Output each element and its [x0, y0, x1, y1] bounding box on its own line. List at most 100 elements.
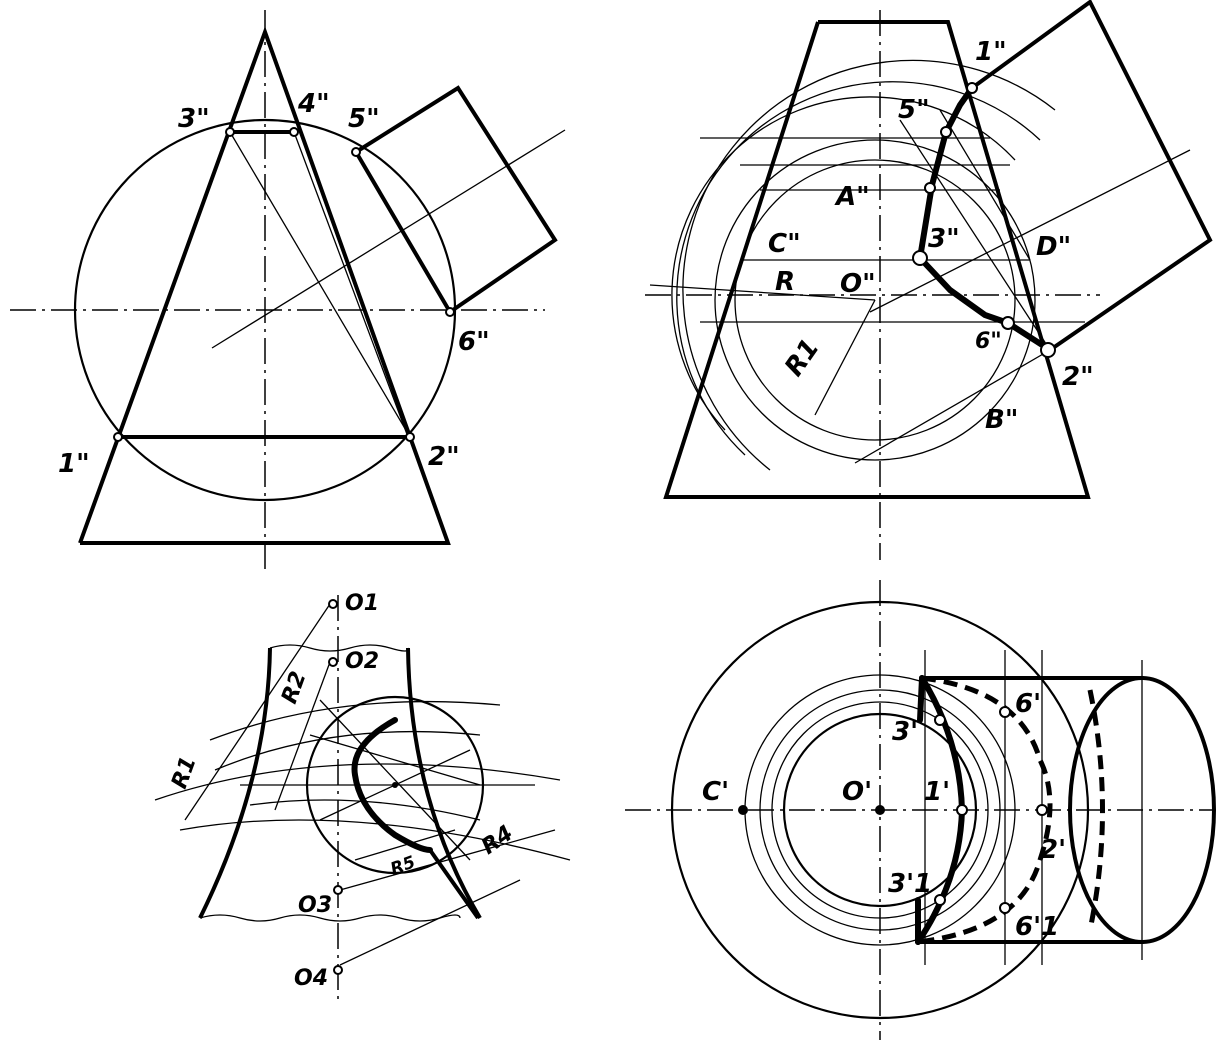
br-point-3	[934, 714, 946, 726]
tr-label-1: 1"	[975, 37, 1007, 67]
tr-point-A	[924, 182, 936, 194]
tr-prism-edge-lower	[854, 349, 1051, 464]
tr-guide-2	[939, 109, 1031, 261]
tr-label-B: B"	[985, 405, 1018, 435]
br-point-6	[999, 706, 1011, 718]
tr-point-3	[912, 250, 928, 266]
tr-prism-axis	[869, 149, 1191, 313]
tr-sphere-outline	[734, 159, 1016, 441]
bl-chord-4	[319, 699, 471, 861]
tr-label-5: 5"	[898, 95, 930, 125]
tl-point-5	[351, 147, 361, 157]
bl-label-O2: O2	[345, 649, 379, 674]
br-label-2: 2'	[1040, 835, 1066, 865]
tl-prism-axis	[211, 129, 566, 349]
bl-right-profile	[406, 647, 482, 920]
tl-point-2	[405, 432, 415, 442]
tl-label-6: 6"	[458, 327, 490, 357]
br-label-6b: 6'1	[1015, 912, 1059, 942]
tl-label-2: 2"	[428, 442, 460, 472]
tr-radius-R	[649, 284, 876, 301]
bl-intersection-curve	[351, 717, 433, 853]
bl-point-O2	[328, 657, 338, 667]
br-point-6b	[999, 902, 1011, 914]
top-view-projection: C' O' 1' 2' 3' 3'1 6' 6'1	[625, 580, 1216, 1040]
br-point-2	[1036, 804, 1048, 816]
tr-point-2	[1040, 342, 1056, 358]
bl-label-O1: O1	[345, 591, 379, 616]
bl-prism-edge	[428, 848, 480, 920]
br-label-3: 3'	[892, 717, 918, 747]
bl-point-O1	[328, 599, 338, 609]
br-circle-2	[759, 689, 1001, 931]
tr-arc-1	[682, 59, 1056, 471]
bl-radius-R1	[184, 603, 331, 821]
br-point-C	[738, 805, 748, 815]
bl-label-O3: O3	[298, 893, 332, 918]
bl-point-O4	[333, 965, 343, 975]
bl-top-break	[269, 644, 409, 652]
bl-left-profile	[198, 647, 272, 919]
front-view-sphere-cone: 1" 2" 3" 4" 5" 6"	[10, 10, 566, 570]
tl-curve-5-6	[354, 150, 452, 314]
tr-label-2: 2"	[1062, 362, 1094, 392]
tl-point-3	[225, 127, 235, 137]
tl-line-4-2	[293, 131, 409, 438]
br-label-O: O'	[842, 777, 872, 807]
bl-arc-R2	[209, 700, 501, 741]
side-view-construction: 1" 5" A" C" 3" D" R O" 6" 2" R1 B"	[645, 0, 1213, 560]
tl-prism-outline	[354, 85, 558, 314]
bl-chord-1	[309, 734, 481, 786]
tr-label-3: 3"	[928, 224, 960, 254]
tr-point-6	[1001, 316, 1015, 330]
tr-point-5	[940, 126, 952, 138]
bl-label-R5: R5	[388, 852, 418, 879]
bl-radius-R2	[274, 661, 331, 811]
br-label-1: 1'	[924, 777, 950, 807]
tr-label-O: O"	[840, 269, 876, 299]
tl-label-3: 3"	[178, 104, 210, 134]
tr-radius-R1	[814, 299, 876, 416]
bl-chord-3	[354, 829, 456, 861]
br-point-O	[875, 805, 885, 815]
bl-point-center	[392, 782, 398, 788]
tl-label-5: 5"	[348, 104, 380, 134]
developed-view-arcs: O1 O2 O3 O4 R1 R2 R4 R5	[154, 591, 571, 1000]
br-hidden-ellipse-half	[1087, 689, 1105, 931]
tr-guide-1	[899, 119, 1051, 351]
br-label-3b: 3'1	[888, 869, 932, 899]
bl-radius-R5	[339, 879, 521, 966]
bl-radius-R4	[339, 829, 556, 891]
tr-label-D: D"	[1036, 232, 1071, 262]
bl-label-R4: R4	[477, 821, 518, 860]
br-point-3b	[934, 894, 946, 906]
bl-arc-R3	[214, 730, 481, 771]
tl-point-6	[445, 307, 455, 317]
br-circle-4	[782, 712, 978, 908]
tr-frustum-outline	[663, 20, 1091, 499]
tr-circle-R	[714, 139, 1036, 461]
tl-label-4: 4"	[297, 89, 330, 119]
tl-label-1: 1"	[58, 449, 90, 479]
tr-label-6: 6"	[975, 329, 1002, 354]
bl-arc-R1	[154, 763, 561, 801]
br-label-6: 6'	[1015, 689, 1041, 719]
tr-intersection-curve	[917, 85, 1053, 353]
tr-label-R: R	[775, 267, 795, 297]
br-hidden-curve	[917, 675, 1053, 945]
tl-line-3-2	[229, 131, 411, 438]
tr-label-C: C"	[768, 229, 801, 259]
tl-point-4	[289, 127, 299, 137]
br-visible-curve-left	[915, 675, 925, 945]
br-label-C: C'	[702, 777, 729, 807]
tr-point-1	[966, 82, 978, 94]
br-point-1	[956, 804, 968, 816]
tr-label-A: A"	[834, 182, 870, 212]
bl-arc-R4	[179, 819, 571, 861]
bl-label-R1: R1	[167, 753, 202, 792]
br-circle-3	[771, 701, 989, 919]
br-outer-circle	[670, 600, 1090, 1020]
tl-point-1	[113, 432, 123, 442]
tl-cone-outline	[78, 26, 451, 545]
